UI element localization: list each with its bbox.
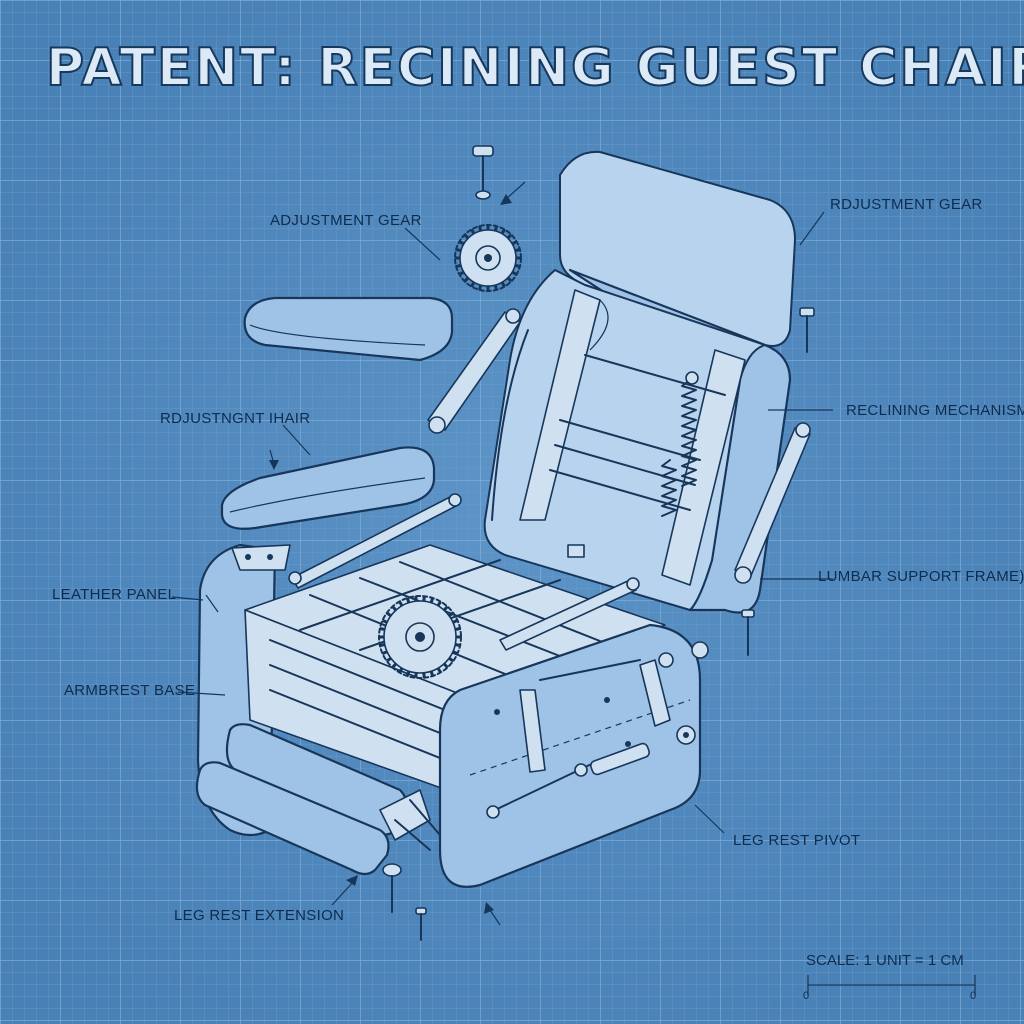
backrest	[483, 150, 796, 614]
gear-tooth	[511, 270, 518, 276]
gear-tooth	[379, 643, 386, 647]
gear-tooth	[398, 667, 404, 674]
gear-tooth	[500, 281, 506, 288]
gear-tooth	[514, 263, 521, 268]
gear-tooth	[463, 233, 470, 240]
armrest-pad	[220, 446, 436, 530]
scale-bar	[807, 975, 976, 995]
gear-tooth	[385, 611, 392, 618]
gear-tooth	[506, 233, 513, 240]
chair-base	[196, 493, 709, 888]
gear-tooth	[422, 596, 426, 602]
label-armrest-base: ARMBREST BASE	[64, 682, 196, 699]
gear-tooth	[422, 672, 426, 678]
scale-right-mark: 0	[970, 990, 977, 1002]
gear-tooth	[470, 281, 476, 288]
gear-tooth	[478, 225, 483, 232]
seat-cushion	[243, 296, 454, 362]
gear-tooth	[429, 670, 435, 677]
gear-tooth	[454, 643, 461, 647]
gear-tooth	[452, 650, 459, 656]
gear-tooth	[448, 611, 455, 618]
gear-tooth	[442, 662, 449, 669]
gear-tooth	[381, 650, 388, 656]
gear-tooth	[385, 656, 392, 663]
label-leg-rest-pivot: LEG REST PIVOT	[733, 832, 861, 849]
leader-lines	[171, 181, 833, 926]
gear-tooth	[458, 240, 465, 246]
gear-tooth	[478, 284, 483, 291]
gear-tooth	[506, 276, 513, 283]
gear-tooth	[470, 228, 476, 235]
gear-tooth	[405, 670, 411, 677]
gear-tooth	[500, 228, 506, 235]
gear-tooth	[381, 618, 388, 624]
gear-tooth	[493, 284, 498, 291]
gear-tooth	[436, 600, 442, 607]
gear-tooth	[511, 240, 518, 246]
gear-tooth	[454, 627, 461, 631]
label-leg-rest-extension: LEG REST EXTENSION	[174, 907, 345, 924]
label-adjustment-gear-right: RDJUSTMENT GEAR	[830, 196, 983, 213]
leg-rest	[195, 723, 441, 876]
scale-left-mark: 0	[803, 990, 810, 1002]
gear-tooth	[391, 605, 398, 612]
link-arms	[427, 308, 811, 584]
gear-tooth	[442, 605, 449, 612]
gear-tooth	[455, 248, 462, 253]
label-lumbar-support-frame: LUMBAR SUPPORT FRAME)	[818, 568, 1024, 585]
label-reclining-mechanism: RECLINING MECHANISM	[846, 402, 1024, 419]
label-adjustment-chair: RDJUSTNGNT IHAIR	[160, 410, 311, 427]
screws	[382, 307, 815, 941]
gear-tooth	[493, 225, 498, 232]
gear-tooth	[514, 248, 521, 253]
gear-tooth	[391, 662, 398, 669]
gear-tooth	[398, 600, 404, 607]
gear-tooth	[379, 627, 386, 631]
gear-tooth	[455, 263, 462, 268]
label-leather-panel: LEATHER PANEL	[52, 586, 177, 603]
gear-tooth	[414, 596, 418, 602]
gear-tooth	[458, 270, 465, 276]
gear-tooth	[429, 597, 435, 604]
gear-tooth	[463, 276, 470, 283]
gear-tooth	[405, 597, 411, 604]
label-adjustment-gear-left: ADJUSTMENT GEAR	[270, 212, 422, 229]
gear-tooth	[414, 672, 418, 678]
gear-tooth	[448, 656, 455, 663]
scale-label: SCALE: 1 UNIT = 1 CM	[806, 952, 964, 969]
gear-tooth	[452, 618, 459, 624]
page-title: PATENT: RECINING GUEST CHAIR	[45, 37, 1024, 99]
gear-tooth	[436, 667, 442, 674]
